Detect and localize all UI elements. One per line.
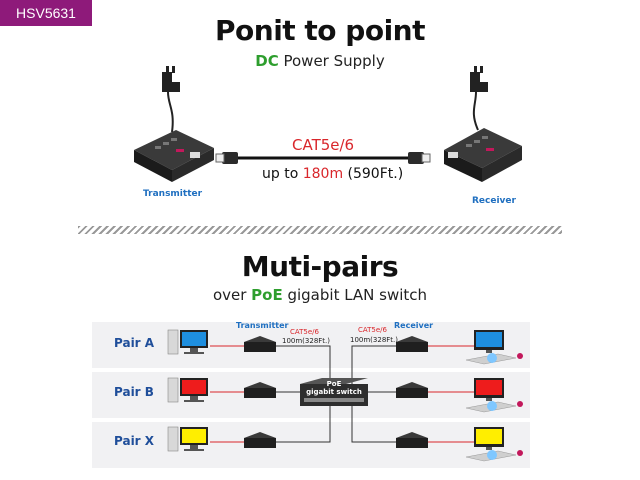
destination-screen-2 xyxy=(476,380,502,395)
pair-x-transmitter-icon xyxy=(244,432,276,448)
poe-switch-icon xyxy=(300,378,368,406)
ethernet-cable-icon xyxy=(215,152,431,164)
power-plug-left-icon xyxy=(162,66,180,133)
pair-b-transmitter-icon xyxy=(244,382,276,398)
pair-b-receiver-icon xyxy=(396,382,428,398)
section2-title: Muti-pairs xyxy=(241,250,399,283)
right-cable-label: CAT5e/6 xyxy=(358,326,387,334)
source-pc-1 xyxy=(167,329,208,355)
destination-monitors xyxy=(465,330,523,462)
user-icon xyxy=(487,450,497,460)
distance-label: up to 180m (590Ft.) xyxy=(262,166,403,182)
switch-line1: PoE xyxy=(326,380,342,388)
destination-monitor-3 xyxy=(465,427,523,462)
section1-subtitle: DC Power Supply xyxy=(0,52,640,70)
destination-screen-1 xyxy=(476,332,502,347)
source-pc-2 xyxy=(167,377,208,403)
source-screen-1 xyxy=(182,332,206,346)
receiver-label: Receiver xyxy=(472,196,516,206)
left-distance-label: 100m(328Ft.) xyxy=(282,337,330,345)
video-cables xyxy=(210,345,474,443)
dc-highlight: DC xyxy=(255,52,279,70)
source-screen-3 xyxy=(182,429,206,443)
pair-b-label: Pair B xyxy=(114,385,154,399)
pair-x-label: Pair X xyxy=(114,434,155,448)
pair-a-receiver-icon xyxy=(396,336,428,352)
distance-value: 180m xyxy=(302,166,344,182)
poe-highlight: PoE xyxy=(251,286,283,304)
destination-monitor-1 xyxy=(465,330,523,365)
transmitter-device-icon xyxy=(134,130,214,182)
pair-a-label: Pair A xyxy=(114,336,155,350)
distance-suffix: (590Ft.) xyxy=(343,166,404,182)
destination-screen-3 xyxy=(476,429,502,444)
destination-monitor-2 xyxy=(465,378,523,413)
multi-receiver-label: Receiver xyxy=(394,321,434,330)
model-badge: HSV5631 xyxy=(0,0,92,26)
source-screen-2 xyxy=(182,380,206,394)
multi-transmitter-label: Transmitter xyxy=(236,321,289,330)
source-pc-3 xyxy=(167,426,208,452)
transmitter-label: Transmitter xyxy=(143,189,203,199)
power-supply-text: Power Supply xyxy=(278,52,385,70)
user-icon xyxy=(487,401,497,411)
section1-title: Ponit to point xyxy=(215,14,426,47)
left-cable-label: CAT5e/6 xyxy=(290,328,319,336)
distance-prefix: up to xyxy=(262,166,303,182)
right-distance-label: 100m(328Ft.) xyxy=(350,336,398,344)
source-computers xyxy=(167,329,208,452)
section-divider xyxy=(78,226,562,234)
pair-x-receiver-icon xyxy=(396,432,428,448)
receiver-device-icon xyxy=(444,128,522,182)
lan-switch-text: gigabit LAN switch xyxy=(282,286,428,304)
section2-subtitle: over PoE gigabit LAN switch xyxy=(0,286,640,304)
cable-type-label: CAT5e/6 xyxy=(292,136,355,154)
switch-line2: gigabit switch xyxy=(306,388,362,396)
over-text: over xyxy=(212,286,252,304)
power-plug-right-icon xyxy=(470,66,488,131)
pair-a-transmitter-icon xyxy=(244,336,276,352)
user-icon xyxy=(487,353,497,363)
